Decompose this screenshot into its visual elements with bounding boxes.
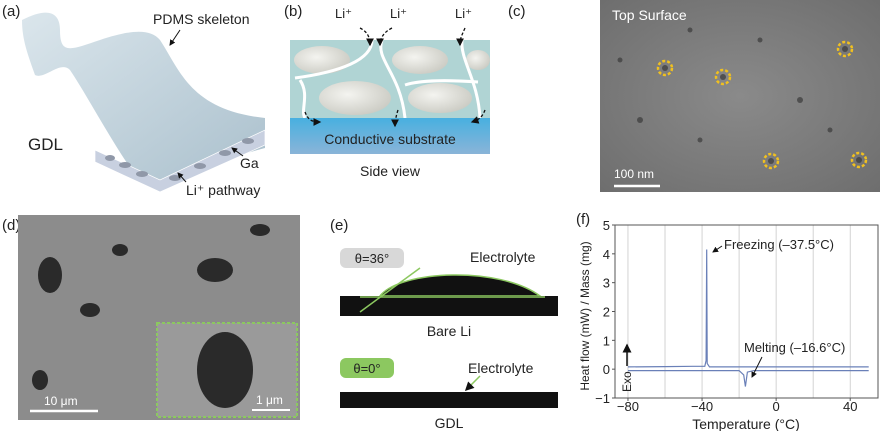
y-tick-label: 0	[603, 362, 610, 377]
top-surface-title: Top Surface	[612, 7, 687, 23]
exo-label: Exo	[620, 371, 634, 392]
panel-label: (d)	[2, 217, 20, 234]
li-ion-label: Li⁺	[335, 6, 352, 21]
tangent-line	[359, 267, 421, 313]
panel-c: (c) Top Surface 100 nm	[508, 0, 880, 192]
panel-e: (e) θ=36° Electrolyte Bare Li θ=0° Elect…	[330, 217, 558, 431]
freezing-annotation: Freezing (–37.5°C)	[724, 237, 834, 252]
li-ion-label: Li⁺	[455, 6, 472, 21]
contact-angle-value: θ=0°	[353, 361, 380, 376]
angle-badge	[340, 358, 394, 378]
ga-droplets	[105, 138, 254, 181]
arrow-icon	[177, 172, 187, 183]
y-tick-label: 3	[603, 276, 610, 291]
y-tick-label: 2	[603, 305, 610, 320]
x-axis-label: Temperature (°C)	[692, 416, 800, 431]
gdl-label: GDL	[435, 415, 464, 431]
li-ion-label: Li⁺	[390, 6, 407, 21]
pdms-skeleton-label: PDMS skeleton	[153, 11, 249, 27]
panel-label: (b)	[284, 3, 302, 20]
substrate-label: Conductive substrate	[324, 131, 456, 147]
y-tick-label: −1	[595, 391, 610, 406]
panel-d: (d) 10 μm 1 μm	[2, 215, 300, 420]
arrow-icon	[464, 375, 481, 392]
bare-li-substrate	[340, 296, 558, 316]
panel-label: (e)	[330, 217, 348, 234]
gdl-cross-section	[94, 129, 266, 193]
pores	[617, 27, 862, 164]
gdl-label: GDL	[28, 135, 63, 154]
pore-markers	[656, 40, 868, 170]
y-tick-label: 4	[603, 247, 610, 262]
contact-angle-value: θ=36°	[355, 251, 389, 266]
y-tick-label: 1	[603, 333, 610, 348]
panel-label: (f)	[576, 211, 590, 228]
ion-flow-arrows	[304, 27, 486, 128]
x-tick-label: −40	[691, 399, 713, 414]
li-pathway-label: Li⁺ pathway	[186, 182, 260, 198]
scale-label: 10 μm	[44, 394, 78, 408]
series-line-heating	[628, 370, 869, 387]
pdms-skeleton-sheet	[22, 12, 265, 191]
conductive-substrate	[290, 118, 490, 154]
electrolyte-label: Electrolyte	[468, 360, 534, 376]
ga-label: Ga	[240, 155, 259, 171]
y-tick-label: 5	[603, 218, 610, 233]
arrow-icon	[169, 29, 181, 46]
pores	[32, 224, 270, 390]
gdl-substrate	[340, 392, 558, 408]
ga-ellipses	[294, 46, 490, 115]
x-tick-label: 40	[843, 399, 857, 414]
inset-pore	[197, 332, 253, 408]
electrolyte-label: Electrolyte	[470, 249, 536, 265]
series-line-cooling	[627, 249, 869, 368]
angle-badge	[340, 248, 404, 268]
inset-scale-label: 1 μm	[256, 393, 283, 407]
side-view-caption: Side view	[360, 163, 421, 179]
droplet	[378, 274, 543, 297]
sem-image-top-surface	[600, 0, 880, 192]
panel-label: (a)	[2, 3, 20, 20]
x-tick-label: −80	[617, 399, 639, 414]
bare-li-label: Bare Li	[427, 323, 471, 339]
panel-label: (c)	[508, 3, 526, 20]
arrow-icon	[231, 147, 244, 157]
panel-b: (b) Conductive substrate Li⁺ Li⁺ Li⁺ Sid…	[284, 3, 490, 179]
panel-a: (a) PDMS skeleton GDL Ga Li⁺ pathway	[2, 3, 266, 198]
arrow-icon	[712, 245, 723, 253]
panel-f-chart: (f) −80 −40 0 40 −1 0 1 2 3 4 5 Temperature (°C) H…	[576, 211, 879, 431]
scale-label: 100 nm	[614, 167, 654, 181]
y-axis-label: Heat flow (mW) / Mass (mg)	[578, 241, 592, 390]
x-tick-label: 0	[773, 399, 780, 414]
arrow-icon	[751, 356, 763, 378]
melting-annotation: Melting (–16.6°C)	[744, 340, 845, 355]
